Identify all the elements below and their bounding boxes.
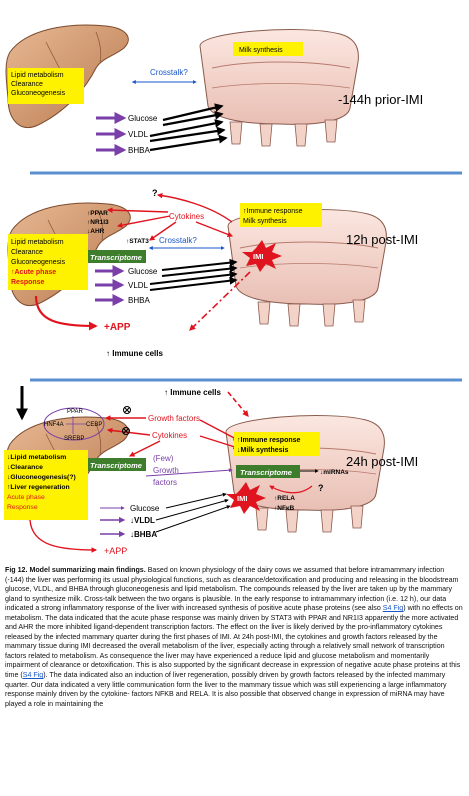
timepoint-label: 12h post-IMI (346, 232, 418, 247)
liver-function-box (4, 450, 88, 520)
tf-ppar: ↑PPAR (87, 210, 108, 217)
liver-box-line-1: Lipid metabolism (11, 72, 64, 79)
tf-ahr: ↓AHR (87, 228, 105, 235)
tf-cebp: CEBP (86, 422, 102, 428)
panel-12h-post-imi: ? Cytokines ↑PPAR ↑NR1I3 ↓AHR ↑STAT3 Tra… (7, 188, 418, 358)
immune-cells-arrow (227, 391, 249, 417)
tf-hnf4a: HNF4A (44, 422, 64, 428)
timepoint-label: 24h post-IMI (346, 454, 418, 469)
compound-glucose: Glucose (128, 267, 158, 276)
imi-label: IMI (253, 252, 263, 261)
acute-phase-line-1: ↑Acute phase (11, 269, 56, 276)
crosstalk-label: Crosstalk? (150, 68, 188, 77)
tf-links (66, 416, 86, 434)
tf-network-ellipse (43, 407, 105, 441)
transcriptome-label: Transcriptome (90, 253, 142, 262)
liver-box-line-2: Clearance (11, 81, 43, 88)
tf-srebp: SREBP (64, 436, 84, 442)
caption-text-1: Based on known physiology of the dairy c… (5, 566, 459, 613)
compound-bhba: BHBA (128, 146, 150, 155)
mirnas-label: ↓miRNAs (320, 469, 349, 476)
immune-cells-label: ↑ Immune cells (106, 349, 163, 358)
timepoint-label: -144h prior-IMI (338, 92, 423, 107)
imi-label: IMI (237, 494, 247, 503)
app-label: +APP (104, 546, 127, 556)
inhibition-marks (122, 406, 131, 435)
compound-vldl: VLDL (128, 281, 149, 290)
tf-rela: ↑RELA (274, 495, 295, 502)
liver-box-line-4: ↑Liver regeneration (7, 484, 70, 491)
caption-title: Fig 12. Model summarizing main findings. (5, 566, 146, 574)
immune-cells-arrow (189, 271, 251, 331)
liver-box-line-1: ↓Lipid metabolism (7, 454, 66, 461)
milk-synthesis-label: Milk synthesis (239, 47, 283, 54)
app-arrow (29, 519, 98, 553)
figure-caption: Fig 12. Model summarizing main findings.… (5, 566, 465, 709)
few-growth-line-2: Growth (153, 466, 179, 475)
tf-nfkb: ↑NFκB (274, 505, 295, 512)
app-label: +APP (104, 322, 131, 333)
app-arrow (34, 295, 98, 331)
milk-synthesis-label: ↓Milk synthesis (237, 447, 288, 454)
transcriptome-liver-box (86, 458, 146, 471)
s4-fig-link[interactable]: S4 Fig (382, 604, 404, 613)
black-uptake-arrows (149, 258, 238, 291)
growth-factors-label: Growth factors (148, 414, 200, 423)
question-mark: ? (318, 483, 324, 493)
compound-bhba: ↓BHBA (130, 530, 157, 539)
figure-diagram: Lipid metabolism Clearance Gluconeogenes… (4, 24, 462, 556)
caption-text-2: ) with no effects on metabolism. The dat… (5, 604, 463, 680)
cytokines-label: Cytokines (152, 431, 187, 440)
acute-phase-line-1: Acute phase (7, 494, 45, 501)
acute-phase-line-2: Response (7, 504, 38, 511)
liver-box-line-3: Gluconeogenesis (11, 90, 66, 97)
question-arrow (269, 485, 313, 494)
transcriptome-liver-label: Transcriptome (90, 461, 142, 470)
few-growth-line-3: factors (153, 478, 177, 487)
compound-vldl: VLDL (128, 130, 149, 139)
mammary-gland-illustration (227, 209, 387, 327)
compound-bhba: BHBA (128, 296, 150, 305)
immune-response-label: ↑Immune response (237, 437, 301, 444)
few-growth-line-1: (Few) (153, 454, 174, 463)
question-mark: ? (152, 188, 158, 198)
caption-text-3: ). The data indicated also an induction … (5, 671, 447, 708)
liver-box-line-1: Lipid metabolism (11, 239, 64, 246)
liver-function-box (8, 234, 88, 290)
liver-box-line-2: ↓Clearance (7, 464, 43, 471)
liver-function-box (8, 68, 84, 104)
growth-to-mammary-arrow (145, 468, 233, 477)
compound-glucose: Glucose (128, 114, 158, 123)
transcriptome-mammary-box (236, 465, 300, 478)
immune-cells-label: ↑ Immune cells (164, 388, 221, 397)
panel-24h-post-imi: ↑ Immune cells PPAR HNF4A CEBP SREBP Gro… (4, 386, 418, 556)
compound-glucose: Glucose (130, 504, 160, 513)
tf-nr1i3: ↑NR1I3 (87, 219, 109, 226)
compound-vldl: ↓VLDL (130, 516, 155, 525)
s4-fig-link[interactable]: S4 Fig (22, 671, 44, 680)
milk-synthesis-box (233, 42, 303, 56)
mammary-function-box (240, 203, 322, 227)
liver-box-line-2: Clearance (11, 249, 43, 256)
cytokine-arrows (106, 192, 234, 241)
transcriptome-box (86, 250, 146, 263)
immune-response-label: ↑Immune response (243, 208, 303, 215)
tf-ppar: PPAR (67, 409, 84, 415)
cytokines-label: Cytokines (169, 212, 204, 221)
black-uptake-arrows (149, 103, 228, 152)
imi-burst (242, 240, 282, 272)
acute-phase-line-2: Response (11, 279, 45, 286)
transcriptome-mammary-label: Transcriptome (240, 468, 292, 477)
liver-box-line-3: ↓Gluconeogenesis(?) (7, 474, 76, 481)
crosstalk-label: Crosstalk? (159, 236, 197, 245)
tf-stat3: ↑STAT3 (126, 238, 149, 245)
panel-prior-imi: Lipid metabolism Clearance Gluconeogenes… (5, 24, 423, 156)
liver-box-line-3: Gluconeogenesis (11, 259, 66, 266)
mammary-function-box (234, 432, 320, 456)
imi-burst (226, 482, 266, 514)
milk-synthesis-label: Milk synthesis (243, 218, 287, 225)
black-uptake-arrows (155, 492, 231, 533)
